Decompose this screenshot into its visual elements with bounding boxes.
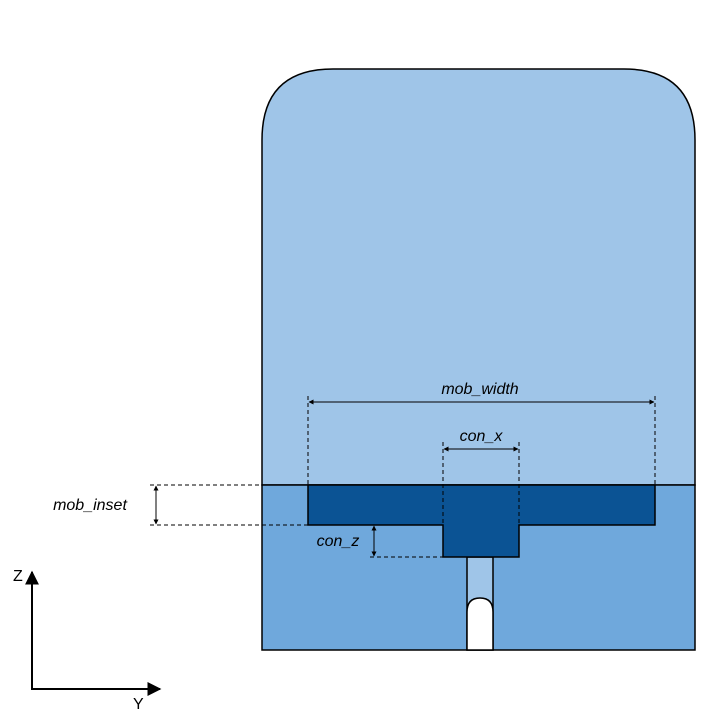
- slot: [466, 597, 494, 651]
- con-x-label: con_x: [460, 428, 504, 445]
- mob-inset-label: mob_inset: [53, 497, 127, 514]
- upper-body: [261, 68, 696, 486]
- axis-y-label: Y: [133, 696, 144, 713]
- axis-z-label: Z: [13, 568, 23, 585]
- mob-width-label: mob_width: [441, 381, 518, 398]
- con-z-label: con_z: [317, 533, 360, 550]
- mob-block: [307, 484, 656, 558]
